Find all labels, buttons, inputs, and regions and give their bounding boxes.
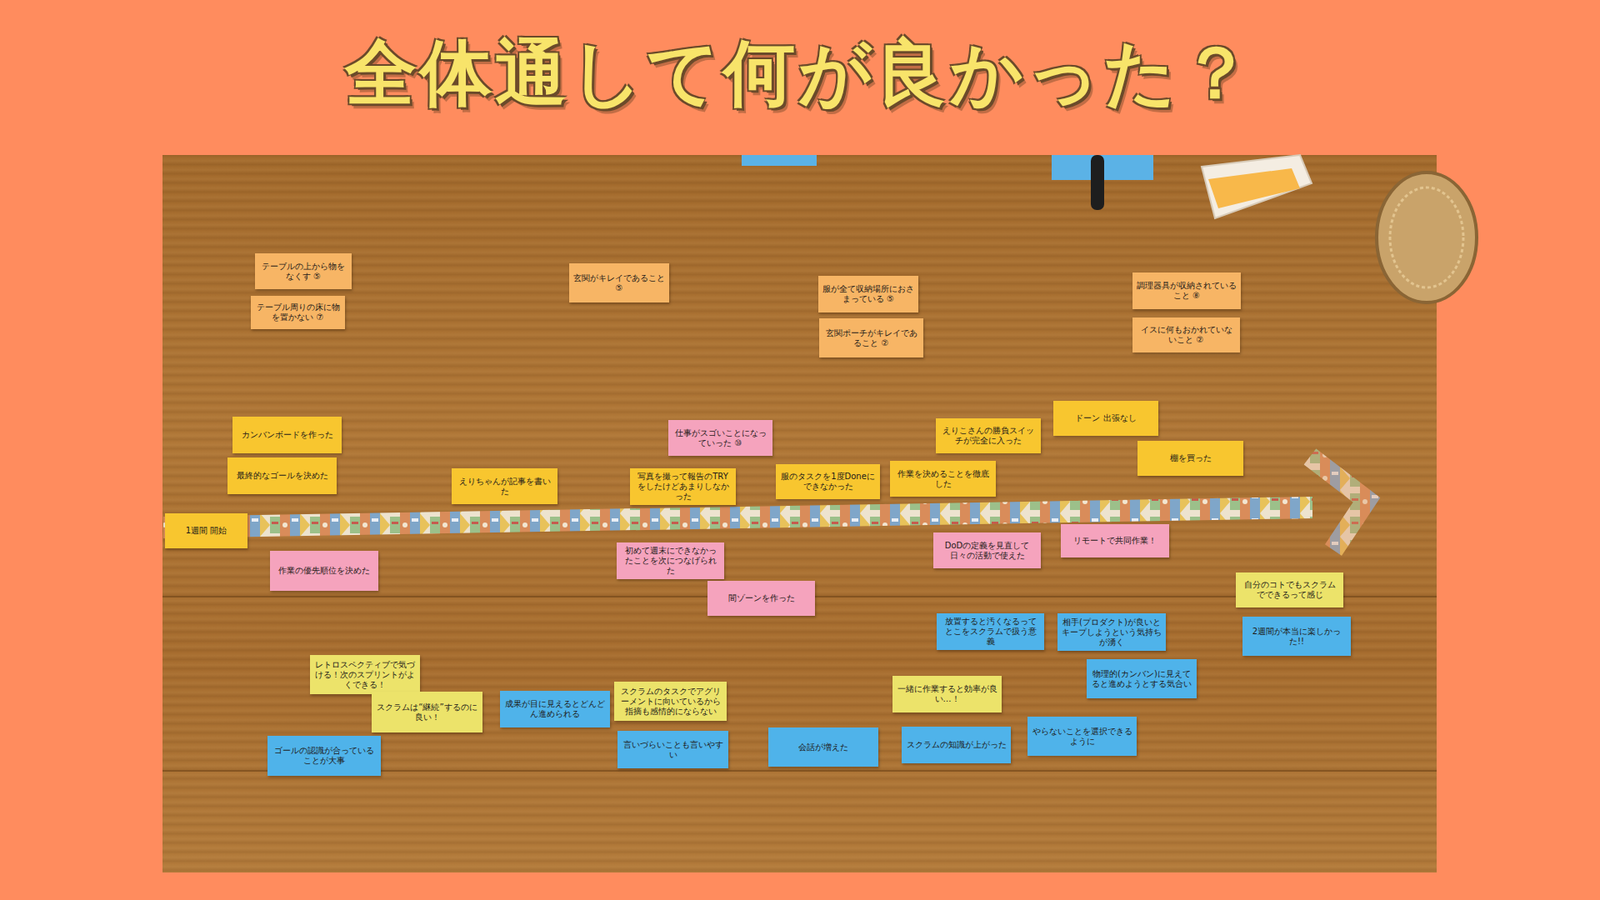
sticky-note: テーブル周りの床に物を置かない ⑦ [250, 295, 345, 330]
note-text: 物理的(カンバン)に見えてると進めようとする気合い [1090, 669, 1193, 690]
sticky-note: 一緒に作業すると効率が良い…！ [892, 675, 1002, 713]
sticky-note: 玄関ポーチがキレイであること ② [819, 318, 924, 358]
sticky-note: テーブルの上から物をなくす ⑤ [255, 253, 352, 290]
note-text: 成果が目に見えるとどんどん進められる [504, 699, 606, 720]
note-text: スクラムのタスクでアグリーメントに向いているから指摘も感情的にならない [618, 686, 723, 717]
sticky-note: スクラムの知識が上がった [901, 726, 1011, 764]
note-text: 言いづらいことも言いやすい [621, 740, 725, 760]
sticky-note: 棚を買った [1137, 440, 1244, 476]
note-text: えりこさんの勝負スイッチが完全に入った [940, 425, 1037, 446]
sticky-note: 服が全て収納場所におさまっている ⑤ [818, 275, 919, 313]
sticky-note: イスに何もおかれていないこと ② [1132, 317, 1240, 353]
sticky-note: 作業を決めることを徹底した [890, 460, 996, 497]
note-text: テーブル周りの床に物を置かない ⑦ [255, 302, 341, 323]
note-text: 放置すると汚くなるってとこをスクラムで扱う意義 [940, 616, 1040, 647]
sticky-note: 言いづらいことも言いやすい [617, 730, 729, 769]
note-text: 最終的なゴールを決めた [236, 470, 329, 481]
note-text: ドーン 出張なし [1075, 413, 1136, 424]
sticky-note: 玄関がキレイであること ⑤ [569, 263, 670, 303]
note-text: えりちゃんが記事を書いた [455, 476, 554, 497]
note-text: スクラムの知識が上がった [906, 740, 1007, 750]
sticky-note: 相手(プロダクト)が良いとキープしようという気持ちが湧く [1057, 613, 1166, 651]
note-text: 初めて週末にできなかったことを次につなげられた [620, 545, 720, 576]
sticky-note: ドーン 出張なし [1053, 400, 1159, 436]
note-text: 写真を撮って報告のTRYをしたけどあまりしなかった [634, 471, 732, 502]
timeline-arrowhead [1310, 456, 1367, 550]
note-text: 服のタスクを1度Doneにできなかった [780, 471, 876, 492]
sticky-note: 服のタスクを1度Doneにできなかった [775, 464, 880, 500]
sticky-box [1208, 168, 1300, 209]
note-text: 間ゾーンを作った [728, 593, 795, 604]
note-text: イスに何もおかれていないこと ② [1136, 325, 1236, 345]
note-text: 作業の優先順位を決めた [278, 565, 370, 576]
note-text: ゴールの認識が合っていることが大事 [271, 745, 377, 766]
note-text: 玄関ポーチがキレイであること ② [823, 328, 920, 349]
sticky-note: スクラムのタスクでアグリーメントに向いているから指摘も感情的にならない [614, 681, 727, 721]
blue-paper [741, 155, 817, 166]
note-text: カンバンボードを作った [241, 430, 334, 440]
note-text: 棚を買った [1170, 453, 1212, 464]
note-text: 服が全て収納場所におさまっている ⑤ [822, 284, 915, 305]
sticky-note: 物理的(カンバン)に見えてると進めようとする気合い [1086, 659, 1197, 699]
sticky-note: 1週間 開始 [165, 513, 248, 549]
note-text: 2週間が本当に楽しかった!! [1246, 626, 1347, 647]
sticky-note: 写真を撮って報告のTRYをしたけどあまりしなかった [630, 468, 736, 505]
note-text: 仕事がスゴいことになっていった ⑩ [672, 428, 769, 449]
note-text: やらないことを選択できるように [1031, 726, 1133, 747]
sticky-note: リモートで共同作業！ [1060, 524, 1170, 558]
timeline-arrowhead [1310, 456, 1367, 550]
sticky-note: 調理器具が収納されていること ⑧ [1132, 272, 1241, 310]
sticky-note: 自分のコトでもスクラムでできるって感じ [1235, 572, 1344, 608]
sticky-note: 作業の優先順位を決めた [270, 550, 379, 591]
note-text: スクラムは“継続”するのに良い！ [375, 702, 479, 723]
sticky-note: 成果が目に見えるとどんどん進められる [500, 690, 610, 728]
sticky-note: 間ゾーンを作った [707, 580, 815, 616]
sticky-note: 最終的なゴールを決めた [227, 457, 337, 495]
note-text: 相手(プロダクト)が良いとキープしようという気持ちが湧く [1061, 617, 1162, 648]
note-text: レトロスペクティブで気づける！次のスプリントがよくできる！ [314, 660, 416, 690]
sticky-note: DoDの定義を見直して日々の活動で使えた [933, 532, 1041, 569]
sticky-note: 仕事がスゴいことになっていった ⑩ [668, 420, 773, 456]
sticky-note: 2週間が本当に楽しかった!! [1242, 616, 1351, 656]
note-text: 一緒に作業すると効率が良い…！ [896, 684, 998, 705]
sticky-note: レトロスペクティブで気づける！次のスプリントがよくできる！ [310, 655, 420, 695]
page-title: 全体通して何が良かった？ [0, 25, 1600, 123]
sticky-note: 初めて週末にできなかったことを次につなげられた [616, 542, 725, 580]
sticky-note: やらないことを選択できるように [1027, 716, 1137, 756]
pen [1090, 155, 1105, 210]
sticky-note: 会話が増えた [768, 727, 879, 767]
sticky-note: ゴールの認識が合っていることが大事 [267, 735, 381, 776]
note-text: 会話が増えた [798, 742, 849, 753]
basket [1376, 172, 1477, 303]
sticky-note: カンバンボードを作った [232, 416, 342, 454]
note-text: 1週間 開始 [185, 525, 228, 536]
sticky-note: えりちゃんが記事を書いた [451, 468, 558, 505]
note-text: テーブルの上から物をなくす ⑤ [259, 261, 348, 282]
note-text: リモートで共同作業！ [1073, 535, 1157, 546]
sticky-box [1201, 155, 1312, 219]
note-text: 自分のコトでもスクラムでできるって感じ [1240, 580, 1340, 600]
sticky-note: スクラムは“継続”するのに良い！ [371, 691, 483, 733]
note-text: 玄関がキレイであること ⑤ [573, 273, 665, 294]
note-text: 作業を決めることを徹底した [894, 469, 992, 490]
basket [1390, 187, 1464, 288]
note-text: DoDの定義を見直して日々の活動で使えた [937, 540, 1037, 561]
sticky-note: えりこさんの勝負スイッチが完全に入った [935, 418, 1041, 454]
sticky-note: 放置すると汚くなるってとこをスクラムで扱う意義 [936, 613, 1045, 650]
note-text: 調理器具が収納されていること ⑧ [1136, 280, 1237, 301]
